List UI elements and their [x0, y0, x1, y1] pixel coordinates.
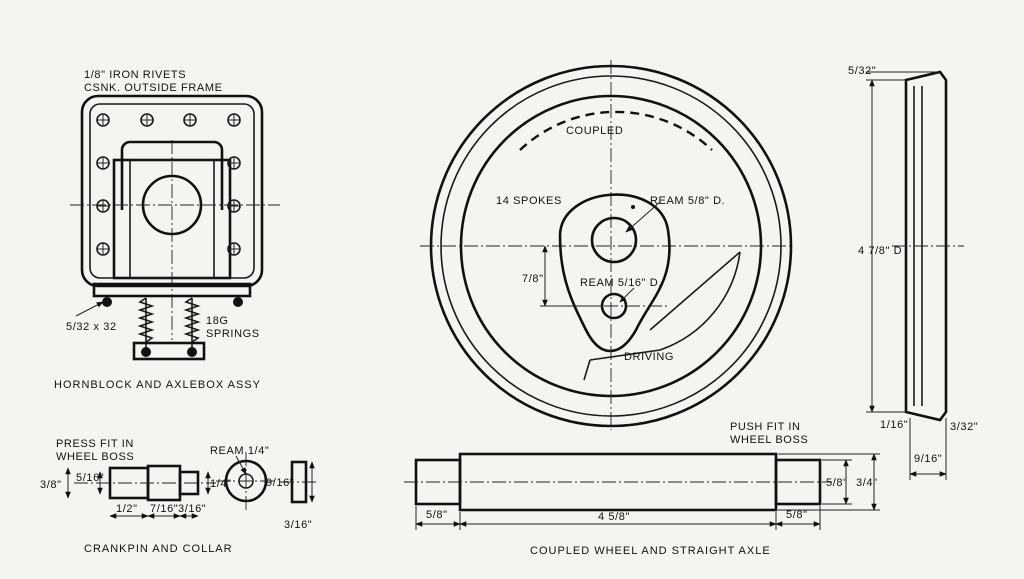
- ream-crank-label: REAM 5/16" D.: [580, 277, 662, 289]
- dim-axle-end-left: 5/8": [426, 509, 448, 521]
- dim-axle-length: 4 5/8": [598, 511, 630, 523]
- dim-rim-1-16: 1/16": [880, 419, 908, 431]
- dim-flange-5-32: 5/32": [848, 65, 876, 77]
- dim-wheel-width-9-16: 9/16": [914, 453, 942, 465]
- hornblock-assembly: [70, 94, 280, 361]
- ream-axle-label: REAM 5/8" D.: [650, 195, 725, 207]
- dim-crankpin-7-16: 7/16": [150, 503, 178, 515]
- dim-axle-end-right: 5/8": [786, 509, 808, 521]
- wheel-section-view: [866, 70, 964, 480]
- pushfit-note-line1: PUSH FIT IN: [730, 421, 801, 433]
- label-coupled: COUPLED: [566, 125, 623, 137]
- dim-crankpin-1-4: 1/4": [210, 478, 232, 490]
- dim-crankpin-3-8: 3/8": [40, 479, 62, 491]
- dim-collar-3-16: 3/16": [284, 519, 312, 531]
- dim-collar-9-16: 9/16": [266, 477, 294, 489]
- wheel-front-view: [420, 60, 793, 430]
- label-driving: DRIVING: [624, 351, 674, 363]
- dim-crank-throw: 7/8": [522, 273, 544, 285]
- dim-crankpin-1-2: 1/2": [116, 503, 138, 515]
- dim-tread-3-32: 3/32": [950, 421, 978, 433]
- rivet-note-line1: 1/8" IRON RIVETS: [84, 69, 186, 81]
- crankpin-drawing: [65, 452, 318, 519]
- ream-collar-label: REAM 1/4": [210, 445, 269, 457]
- dim-crankpin-3-16: 3/16": [178, 503, 206, 515]
- crankpin-caption: CRANKPIN AND COLLAR: [84, 543, 233, 555]
- straight-axle: [404, 452, 880, 530]
- label-14-spokes: 14 SPOKES: [496, 195, 562, 207]
- pressfit-note-line2: WHEEL BOSS: [56, 451, 134, 463]
- dim-axle-dia-5-8: 5/8": [826, 477, 848, 489]
- spring-label-line2: SPRINGS: [206, 328, 260, 340]
- bolt-size-label: 5/32 x 32: [66, 321, 117, 333]
- dim-crankpin-5-16: 5/16": [76, 472, 104, 484]
- pressfit-note-line1: PRESS FIT IN: [56, 438, 134, 450]
- rivet-note-line2: CSNK. OUTSIDE FRAME: [84, 82, 223, 94]
- rivet-set: [96, 113, 241, 256]
- spring-label-line1: 18G: [206, 315, 229, 327]
- pushfit-note-line2: WHEEL BOSS: [730, 434, 808, 446]
- hornblock-caption: HORNBLOCK AND AXLEBOX ASSY: [54, 379, 261, 391]
- dim-axle-dia-3-4: 3/4": [856, 477, 878, 489]
- dim-wheel-diameter: 4 7/8" D: [858, 245, 902, 257]
- axle-caption: COUPLED WHEEL AND STRAIGHT AXLE: [530, 545, 771, 557]
- spring-set: [137, 297, 201, 348]
